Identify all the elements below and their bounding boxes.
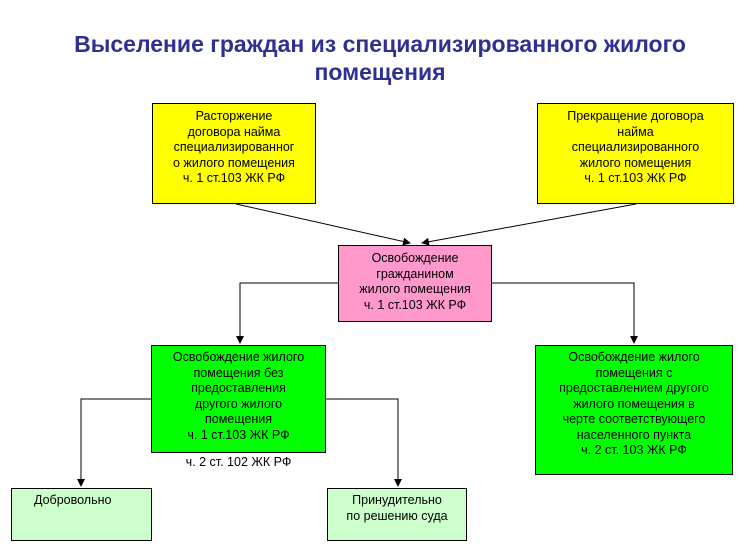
box-line: жилого помещения	[579, 155, 692, 170]
box-line: населенного пункта	[576, 427, 692, 442]
arrow-to-court	[326, 398, 402, 487]
box-line: специализированног	[173, 140, 295, 154]
arrow-vacating-to-without-housing	[236, 282, 338, 344]
box-line: Расторжение	[195, 109, 273, 123]
box-line: помещения	[204, 412, 273, 426]
box-vacating-by-citizen: Освобождение гражданином жилого помещени…	[338, 245, 492, 322]
arrow-to-voluntary	[77, 398, 151, 487]
box-line: помещения с	[595, 365, 673, 380]
box-line: предоставления	[191, 381, 286, 395]
box-line: ч. 1 ст.103 ЖК РФ	[363, 297, 467, 312]
box-line: другого жилого	[194, 396, 283, 411]
box-line: помещения без	[193, 365, 284, 380]
box-line: ч. 1 ст.103 ЖК РФ	[187, 427, 290, 442]
box-by-court-decision: Принудительно по решению суда	[327, 488, 467, 541]
box-line: Освобождение	[371, 251, 459, 265]
box-line: найма	[617, 124, 654, 139]
box-line: жилого помещения в	[573, 396, 695, 411]
box-line: гражданином	[376, 266, 454, 281]
diagram-title: Выселение граждан из специализированного…	[40, 30, 720, 86]
title-line-2: помещения	[314, 59, 446, 85]
box-line: предоставлением другого	[559, 381, 709, 395]
box-line: ч. 1 ст.103 ЖК РФ	[584, 171, 687, 185]
box-line: ч. 1 ст.103 ЖК РФ	[182, 171, 286, 185]
box-line: Принудительно	[352, 493, 442, 507]
box-voluntary: Добровольно	[11, 488, 152, 541]
legal-reference-note: ч. 2 ст. 102 ЖК РФ	[185, 455, 292, 469]
box-line: Прекращение договора	[567, 109, 704, 123]
box-line: по решению суда	[346, 508, 448, 523]
box-line: черте соответствующего	[562, 412, 706, 426]
box-without-other-housing: Освобождение жилого помещения без предос…	[151, 345, 326, 453]
box-line: специализированного	[571, 140, 700, 154]
arrow-termination-to-vacating	[235, 203, 411, 246]
box-line: ч. 2 ст. 103 ЖК РФ	[581, 443, 687, 457]
box-line: Добровольно	[34, 493, 112, 507]
box-with-other-housing: Освобождение жилого помещения с предоста…	[535, 345, 733, 475]
arrow-cessation-to-vacating	[421, 203, 637, 246]
box-contract-termination: Расторжение договора найма специализиров…	[152, 103, 316, 204]
box-line: Освобождение жилого	[568, 350, 700, 364]
box-line: жилого помещения	[359, 282, 471, 296]
box-contract-cessation: Прекращение договора найма специализиров…	[537, 103, 734, 204]
box-line: о жилого помещения	[173, 155, 295, 170]
title-line-1: Выселение граждан из специализированного…	[74, 31, 686, 57]
arrow-vacating-to-with-housing	[492, 282, 638, 344]
box-line: Освобождение жилого	[172, 350, 305, 364]
box-line: договора найма	[187, 124, 281, 139]
